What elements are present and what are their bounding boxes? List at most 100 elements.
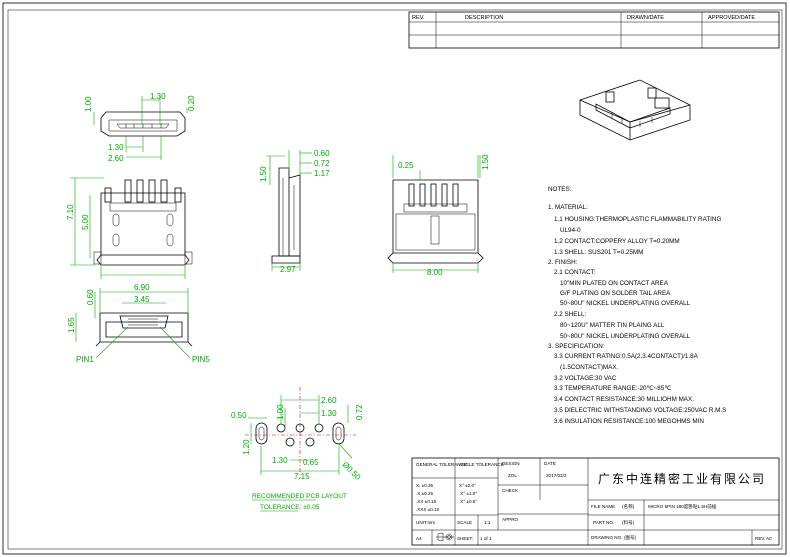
dim-pcb-1-30b: 1.30 [272, 456, 288, 465]
designer-value: ZOL [508, 473, 517, 478]
file-name-cn: (名称) [622, 503, 635, 510]
dim-back-0-25: 0.25 [398, 161, 414, 170]
projection-symbol [436, 532, 454, 542]
approved-date-header: APPROVED/DATE [708, 15, 755, 21]
sheet-label: SHEET: [457, 536, 473, 541]
dim-front-top-1-00: 1.00 [84, 96, 93, 112]
note-line: 1.3 SHELL: SUS201 T=0.25MM [554, 249, 643, 256]
note-line: (1.5CONTACT)MAX. [560, 364, 619, 371]
dim-pcb-0-50: 0.50 [231, 411, 247, 420]
dim-front-top-0-20: 0.20 [187, 95, 196, 111]
dim-pcb-hole: Ø0.50 [341, 460, 363, 482]
note-line: 1. MATERIAL: [548, 204, 588, 211]
date-label: DATE [544, 461, 556, 466]
tolerance-row: .X ±0.25 [416, 491, 434, 496]
note-line: 3.6 INSULATION RESISTANCE:100 MEGOHMS MI… [554, 418, 704, 425]
note-line: 3.2 VOLTAGE:30 VAC [554, 375, 617, 382]
pcb-layout: 2.60 1.00 1.30 0.50 0.72 1.20 1.30 0.65 … [231, 387, 364, 512]
title-block: GENERAL TOLERANCE ANGLE TOLERANCE X. ±0.… [411, 457, 780, 546]
side-view: 0.60 0.72 1.17 1.50 2.97 [259, 149, 330, 274]
dim-front-5-00: 5.00 [81, 214, 90, 230]
front-view-top: 1.30 1.00 0.20 1.30 2.60 [84, 92, 196, 163]
dim-side-1-17: 1.17 [314, 169, 330, 178]
dim-bottom-6-90: 6.90 [134, 283, 150, 292]
part-no-cn: (料号) [622, 519, 635, 526]
inner-frame [7, 9, 783, 550]
note-line: 2. FINISH: [548, 259, 578, 266]
company-name: 广东中连精密工业有限公司 [598, 471, 766, 486]
pin5-label: PIN5 [192, 355, 210, 364]
scale-value: 1:1 [484, 520, 491, 525]
dim-side-0-60: 0.60 [314, 149, 330, 158]
note-line: 10"MIN PLATED ON CONTACT AREA [560, 280, 669, 287]
drawing-no-label: DRAWING NO. [591, 535, 622, 540]
notes-heading: NOTES: [548, 186, 572, 193]
approved-label: APPRO [502, 517, 519, 522]
angle-row: .X° ±1.0° [459, 491, 477, 496]
sheet-value: 1 of 1 [480, 536, 492, 541]
tolerance-row: X. ±0.35 [416, 483, 434, 488]
note-line: 3.4 CONTACT RESISTANCE:30 MILLIOHM MAX. [554, 396, 694, 403]
file-name-value: MICRO 5PIN 180度卧贴1.5H前插 [648, 503, 717, 510]
dim-bottom-0-60: 0.60 [86, 289, 95, 305]
back-view: 0.25 1.50 8.00 [387, 154, 490, 277]
dim-bottom-3-45: 3.45 [134, 295, 150, 304]
note-line: 3.5 DIELECTRIC WITHSTANDING VOLTAGE:250V… [554, 407, 726, 414]
pin1-label: PIN1 [76, 355, 94, 364]
note-line: 1.2 CONTACT:COPPERY ALLOY T=0.20MM [554, 238, 680, 245]
dim-front-top-1-30b: 1.30 [108, 143, 124, 152]
angle-row: X° ±2.0° [459, 483, 476, 488]
design-date-value: 2017/03/3 [546, 473, 567, 478]
note-line: 3. SPECIFICATION: [548, 343, 605, 350]
dim-pcb-1-20: 1.20 [242, 439, 251, 455]
dim-bottom-1-65: 1.65 [67, 317, 76, 333]
design-label: DESIGN [502, 461, 520, 466]
note-line: 50~80U" NICKEL UNDERPLATING OVERALL [560, 300, 691, 307]
note-line: 50~80U" NICKEL UNDERPLATING OVERALL [560, 333, 691, 340]
tolerance-row: .XXX ±0.10 [416, 507, 440, 512]
dim-front-top-1-30: 1.30 [150, 92, 166, 101]
unit-label: UNIT:mm [416, 520, 435, 525]
dim-pcb-1-30: 1.30 [321, 409, 337, 418]
notes-block: NOTES: 1. MATERIAL: 1.1 HOUSING:THERMOPL… [548, 186, 726, 425]
note-line: G/F PLATING ON SOLDER TAIL AREA [560, 290, 671, 297]
note-line: 1.1 HOUSING:THERMOPLASTIC FLAMMABILITY R… [554, 216, 721, 223]
dim-pcb-0-72: 0.72 [355, 404, 364, 420]
note-line: 3.3 CURRENT RATING:0.5A(2.3.4CONTACT)/1.… [554, 353, 699, 360]
note-line: 2.1 CONTACT: [554, 269, 596, 276]
dim-side-1-50: 1.50 [259, 166, 268, 182]
note-line: UL94-0 [560, 227, 581, 234]
note-line: 3.3 TEMPERATURE RANGE:-20℃~85℃ [554, 385, 671, 392]
dim-back-8-00: 8.00 [427, 268, 443, 277]
sheet-size: A4 [416, 536, 422, 541]
angle-row: .X° ±0.5° [459, 499, 477, 504]
dim-pcb-7-15: 7.15 [294, 472, 310, 481]
dim-side-2-97: 2.97 [280, 265, 296, 274]
revision-block: REV. DESCRIPTION DRAWN/DATE APPROVED/DAT… [408, 11, 780, 49]
isometric-view [579, 79, 691, 141]
drawn-date-header: DRAWN/DATE [627, 15, 664, 21]
angle-tolerance-label: ANGLE TOLERANCE [459, 462, 504, 467]
part-no-label: PART NO. [593, 520, 614, 525]
dim-back-1-50: 1.50 [481, 154, 490, 170]
rev-label: REV. [755, 536, 765, 541]
general-tolerance-label: GENERAL TOLERANCE [416, 462, 467, 467]
dim-pcb-0-65: 0.65 [303, 458, 319, 467]
dim-pcb-2-60: 2.60 [321, 396, 337, 405]
rev-header: REV. [412, 15, 425, 21]
tolerance-row: .XX ±0.15 [416, 499, 437, 504]
dim-front-7-10: 7.10 [66, 204, 75, 220]
check-label: CHECK [502, 488, 519, 493]
dim-pcb-1-00: 1.00 [276, 404, 285, 420]
drawing-no-cn: (图号) [624, 535, 637, 541]
bottom-view: 6.90 3.45 0.60 1.65 PIN1 PIN5 [67, 283, 210, 364]
note-line: 2.2 SHELL: [554, 311, 586, 318]
file-name-label: FILE NAME [591, 504, 615, 509]
note-line: 80~120U" MATTER TIN PLAING ALL [560, 322, 665, 329]
dim-side-0-72: 0.72 [314, 159, 330, 168]
pcb-layout-tolerance: TOLERANCE: ±0.05 [260, 504, 320, 511]
description-header: DESCRIPTION [465, 15, 503, 21]
pcb-layout-title: RECOMMENDED PCB LAYOUT [252, 493, 347, 500]
